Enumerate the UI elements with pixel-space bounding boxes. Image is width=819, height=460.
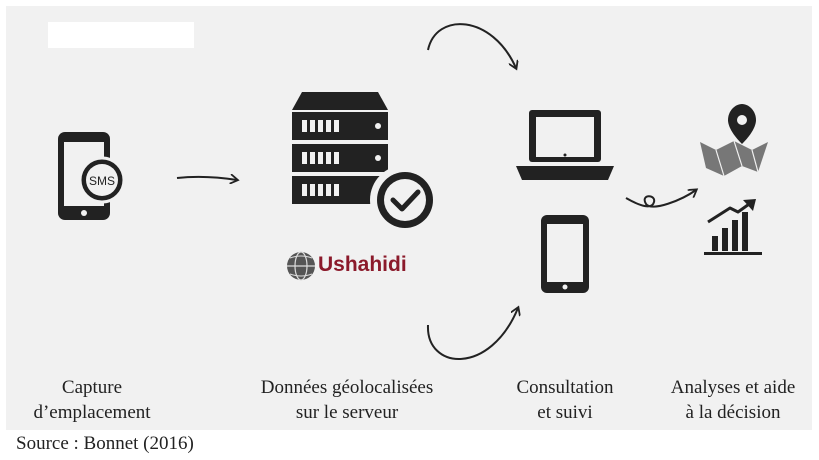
arrow-to-analysis xyxy=(625,190,696,208)
bar-chart-icon xyxy=(704,199,762,255)
laptop-icon xyxy=(516,110,614,180)
step-capture-label: Capture d’emplacement xyxy=(22,375,162,425)
arrow-to-server xyxy=(176,177,237,180)
step-consultation-line1: Consultation xyxy=(516,377,614,398)
step-capture-line1: Capture xyxy=(61,377,123,398)
sms-badge-text: SMS xyxy=(89,174,115,188)
step-analysis-label: Analyses et aide à la décision xyxy=(648,375,818,425)
step-analysis-line2: à la décision xyxy=(685,402,781,423)
step-analysis-line1: Analyses et aide xyxy=(670,377,796,398)
step-data-line2: sur le serveur xyxy=(295,402,399,423)
step-capture-line2: d’emplacement xyxy=(33,402,151,423)
map-pin-icon xyxy=(700,104,768,177)
arrow-to-laptop xyxy=(427,23,516,68)
source-caption: Source : Bonnet (2016) xyxy=(16,433,194,454)
smartphone-icon: SMS xyxy=(58,132,126,220)
diagram-canvas: SMS xyxy=(58,23,768,360)
checkmark-icon xyxy=(370,165,440,235)
step-consultation-line2: et suivi xyxy=(537,402,593,423)
arrow-to-tablet xyxy=(426,308,518,360)
step-data-label: Données géolocalisées sur le serveur xyxy=(232,375,462,425)
ushahidi-logo-text: Ushahidi xyxy=(318,253,407,276)
step-data-line1: Données géolocalisées xyxy=(260,377,434,398)
ushahidi-globe-icon xyxy=(287,251,315,281)
step-consultation-label: Consultation et suivi xyxy=(495,375,635,425)
blank-box xyxy=(48,22,194,48)
server-icon xyxy=(292,92,388,204)
tablet-icon xyxy=(541,215,589,293)
